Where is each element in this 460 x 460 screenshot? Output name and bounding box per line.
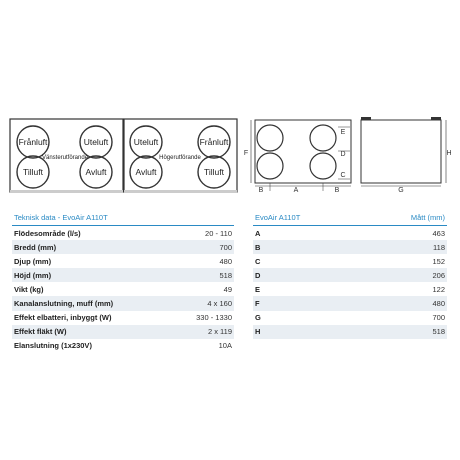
dims-table-header: EvoAir A110T Mått (mm) [253, 213, 447, 226]
port-circle [197, 125, 231, 159]
port-label: Tilluft [23, 167, 44, 177]
port-label: Tilluft [204, 167, 225, 177]
port-circle [79, 155, 113, 189]
table-row: Effekt elbatteri, inbyggt (W)330 - 1330 [14, 313, 232, 323]
table-row: Djup (mm)480 [14, 256, 232, 266]
svg-text:A: A [294, 187, 299, 194]
port-label: Avluft [85, 167, 107, 177]
table-row: Kanalanslutning, muff (mm)4 x 160 [12, 296, 234, 311]
left-unit-diagram: Frånluft Uteluft Tilluft Avluft Vänsteru… [9, 118, 124, 193]
port-circle [129, 125, 163, 159]
port-circle [16, 125, 50, 159]
svg-text:F: F [244, 150, 248, 157]
unit-caption: Högerutförande [159, 155, 201, 161]
port-label: Frånluft [200, 137, 229, 147]
table-row: Bredd (mm)700 [12, 240, 234, 255]
svg-text:D: D [340, 151, 345, 158]
port-label: Uteluft [134, 137, 159, 147]
table-row: Flödesområde (l/s)20 - 110 [14, 228, 232, 238]
svg-text:B: B [259, 187, 264, 194]
svg-text:C: C [340, 172, 345, 179]
svg-text:E: E [341, 129, 346, 136]
table-row: Elanslutning (1x230V)10A [14, 341, 232, 351]
side-dimension-view [360, 117, 447, 187]
unit-caption: Vänsterutförande [42, 155, 89, 161]
svg-text:H: H [446, 150, 451, 157]
port-circle [129, 155, 163, 189]
unit-diagrams: Frånluft Uteluft Tilluft Avluft Vänsteru… [9, 117, 452, 194]
table-row: Vikt (kg)49 [14, 284, 232, 294]
table-row: Höjd (mm)518 [12, 268, 234, 283]
port-circle [16, 155, 50, 189]
port-circle [79, 125, 113, 159]
port-circle [197, 155, 231, 189]
svg-text:G: G [398, 187, 403, 194]
front-view-letters: E D C F B A B [244, 129, 346, 194]
port-label: Frånluft [19, 137, 48, 147]
front-dimension-view [250, 119, 352, 191]
port-label: Avluft [135, 167, 157, 177]
table-row: Effekt fläkt (W)2 x 119 [12, 324, 234, 339]
svg-text:B: B [335, 187, 340, 194]
tech-data-table: Teknisk data - EvoAir A110T Flödesområde… [12, 213, 234, 353]
tech-table-rows: Flödesområde (l/s)20 - 110 Bredd (mm)700… [12, 226, 234, 353]
tech-table-header: Teknisk data - EvoAir A110T [12, 213, 234, 226]
right-unit-diagram: Uteluft Frånluft Avluft Tilluft Högerutf… [123, 118, 238, 193]
side-view-letters: H G [398, 150, 451, 194]
port-label: Uteluft [84, 137, 109, 147]
